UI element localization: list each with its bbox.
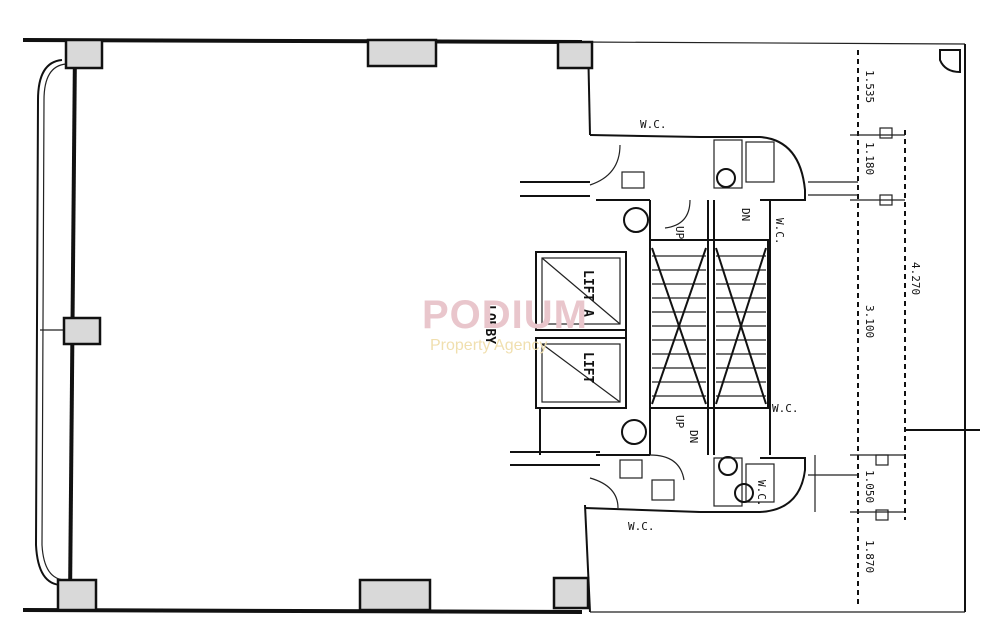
wc-label-4: W.C. (755, 480, 768, 507)
stair-mark-4: DN (687, 430, 700, 443)
dim-label-6: 1.870 (863, 540, 876, 573)
column-left-mid (62, 316, 102, 346)
column-bottom-left (56, 578, 98, 612)
lift-b-label: LIFT (580, 352, 595, 383)
lift-a-label: LIFT A (580, 270, 595, 317)
wc-bottom-label: W.C. (628, 520, 655, 533)
plan-labels: LOBBY LIFT A LIFT W.C. W.C. W.C. W.C. W.… (482, 70, 922, 573)
wc-label-3: W.C. (772, 402, 799, 415)
lobby-label: LOBBY (482, 305, 497, 344)
dim-label-4: 4.270 (909, 262, 922, 295)
column-top-mid (366, 38, 438, 68)
dim-label-1: 1.535 (863, 70, 876, 103)
staircases (649, 200, 769, 455)
wc-label-1: W.C. (640, 118, 667, 131)
watermark-tagline: Property Agency (430, 337, 547, 354)
stair-mark-2: DN (739, 208, 752, 221)
structural-columns (56, 38, 594, 612)
toilets-bottom (510, 408, 806, 513)
lift-shafts (535, 251, 627, 409)
column-top-right (556, 40, 594, 70)
toilets-top (520, 136, 806, 455)
watermark-brand: PODIUM (422, 293, 588, 337)
dimension-lines (808, 49, 980, 605)
column-bottom-mid (358, 578, 432, 612)
dim-label-2: 1.180 (863, 142, 876, 175)
wc-label-2: W.C. (773, 218, 786, 245)
column-top-left (64, 38, 104, 70)
stair-mark-3: UP (673, 415, 686, 429)
stair-mark-1: UP (673, 226, 686, 240)
watermark: PODIUM Property Agency (422, 293, 588, 354)
dim-label-3: 3.100 (863, 305, 876, 338)
dim-label-5: 1.050 (863, 470, 876, 503)
column-bottom-right (552, 576, 590, 610)
